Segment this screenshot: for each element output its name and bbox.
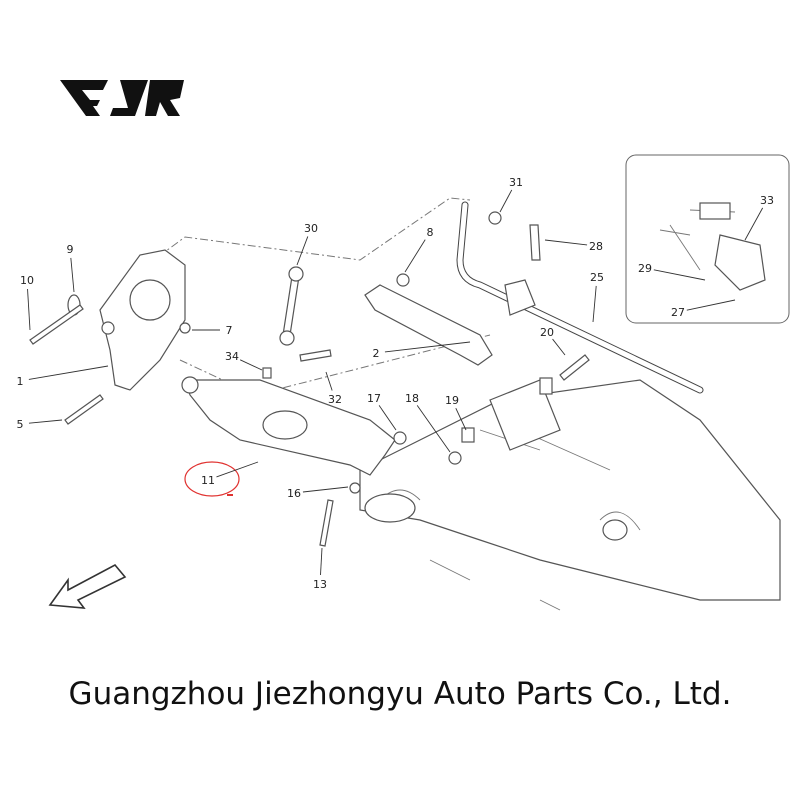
callout-10: 10	[20, 274, 34, 287]
leader-line-25	[592, 285, 597, 323]
upper-link	[364, 284, 493, 366]
leader-line-13	[320, 547, 323, 576]
callout-34: 34	[225, 350, 239, 363]
callout-labels: 31 30 8 28 25 9 10 7 2 20 34 32 1 17 18 19 5 11 16 13 33 29 27	[17, 176, 775, 591]
callout-5: 5	[17, 418, 24, 431]
callout-13: 13	[313, 578, 327, 591]
knuckle	[99, 249, 191, 391]
bolt-20	[559, 354, 590, 381]
leader-line-16	[302, 486, 349, 493]
nut-31	[488, 211, 502, 225]
company-name: Guangzhou Jiezhongyu Auto Parts Co., Ltd…	[68, 676, 732, 712]
leader-line-29	[653, 269, 706, 281]
callout-18: 18	[405, 392, 419, 405]
bushing-clamp	[504, 279, 536, 316]
plate-19	[461, 427, 475, 443]
callout-2: 2	[373, 347, 380, 360]
leader-line-31	[499, 189, 513, 213]
ejr-logo	[60, 80, 184, 116]
callout-27: 27	[671, 306, 685, 319]
cap-34	[262, 367, 272, 379]
bolt-5	[64, 394, 104, 425]
nut-17	[393, 431, 407, 445]
nut-18	[448, 451, 462, 465]
callout-7: 7	[226, 324, 233, 337]
leader-line-32	[325, 371, 333, 391]
callout-20: 20	[540, 326, 554, 339]
callout-8: 8	[427, 226, 434, 239]
callout-9: 9	[67, 243, 74, 256]
callout-16: 16	[287, 487, 301, 500]
inset-height-sensor	[625, 154, 790, 324]
leader-line-27	[686, 299, 736, 311]
bolt-13	[319, 499, 334, 547]
callout-28: 28	[589, 240, 603, 253]
callout-33: 33	[760, 194, 774, 207]
leader-line-8	[404, 239, 426, 273]
callout-29: 29	[638, 262, 652, 275]
direction-arrow-icon	[48, 563, 127, 609]
nut-8	[396, 273, 410, 287]
highlight-circle	[184, 461, 240, 497]
bolt-28	[529, 224, 541, 261]
leader-line-34	[239, 359, 263, 371]
leader-line-28	[544, 239, 588, 246]
leader-line-30	[296, 236, 309, 266]
bolt-32	[299, 349, 332, 362]
callout-31: 31	[509, 176, 523, 189]
leader-line-11	[216, 461, 259, 478]
leader-line-5	[28, 419, 63, 424]
washer-16	[349, 482, 361, 494]
leader-line-33	[744, 207, 764, 241]
subframe	[359, 379, 781, 611]
leader-line-17	[378, 405, 397, 431]
leader-line-20	[552, 338, 566, 356]
callout-25: 25	[590, 271, 604, 284]
leader-line-9	[70, 257, 75, 293]
leader-line-18	[416, 405, 451, 453]
leader-line-19	[455, 407, 467, 431]
leader-line-1	[28, 365, 109, 380]
leader-line-10	[27, 288, 31, 331]
callout-19: 19	[445, 394, 459, 407]
bolt-10	[29, 304, 84, 345]
leader-line-2	[384, 341, 471, 353]
callout-1: 1	[17, 375, 24, 388]
callout-30: 30	[304, 222, 318, 235]
callout-17: 17	[367, 392, 381, 405]
callout-11: 11	[201, 474, 215, 487]
callout-32: 32	[328, 393, 342, 406]
plate-20	[539, 377, 553, 395]
